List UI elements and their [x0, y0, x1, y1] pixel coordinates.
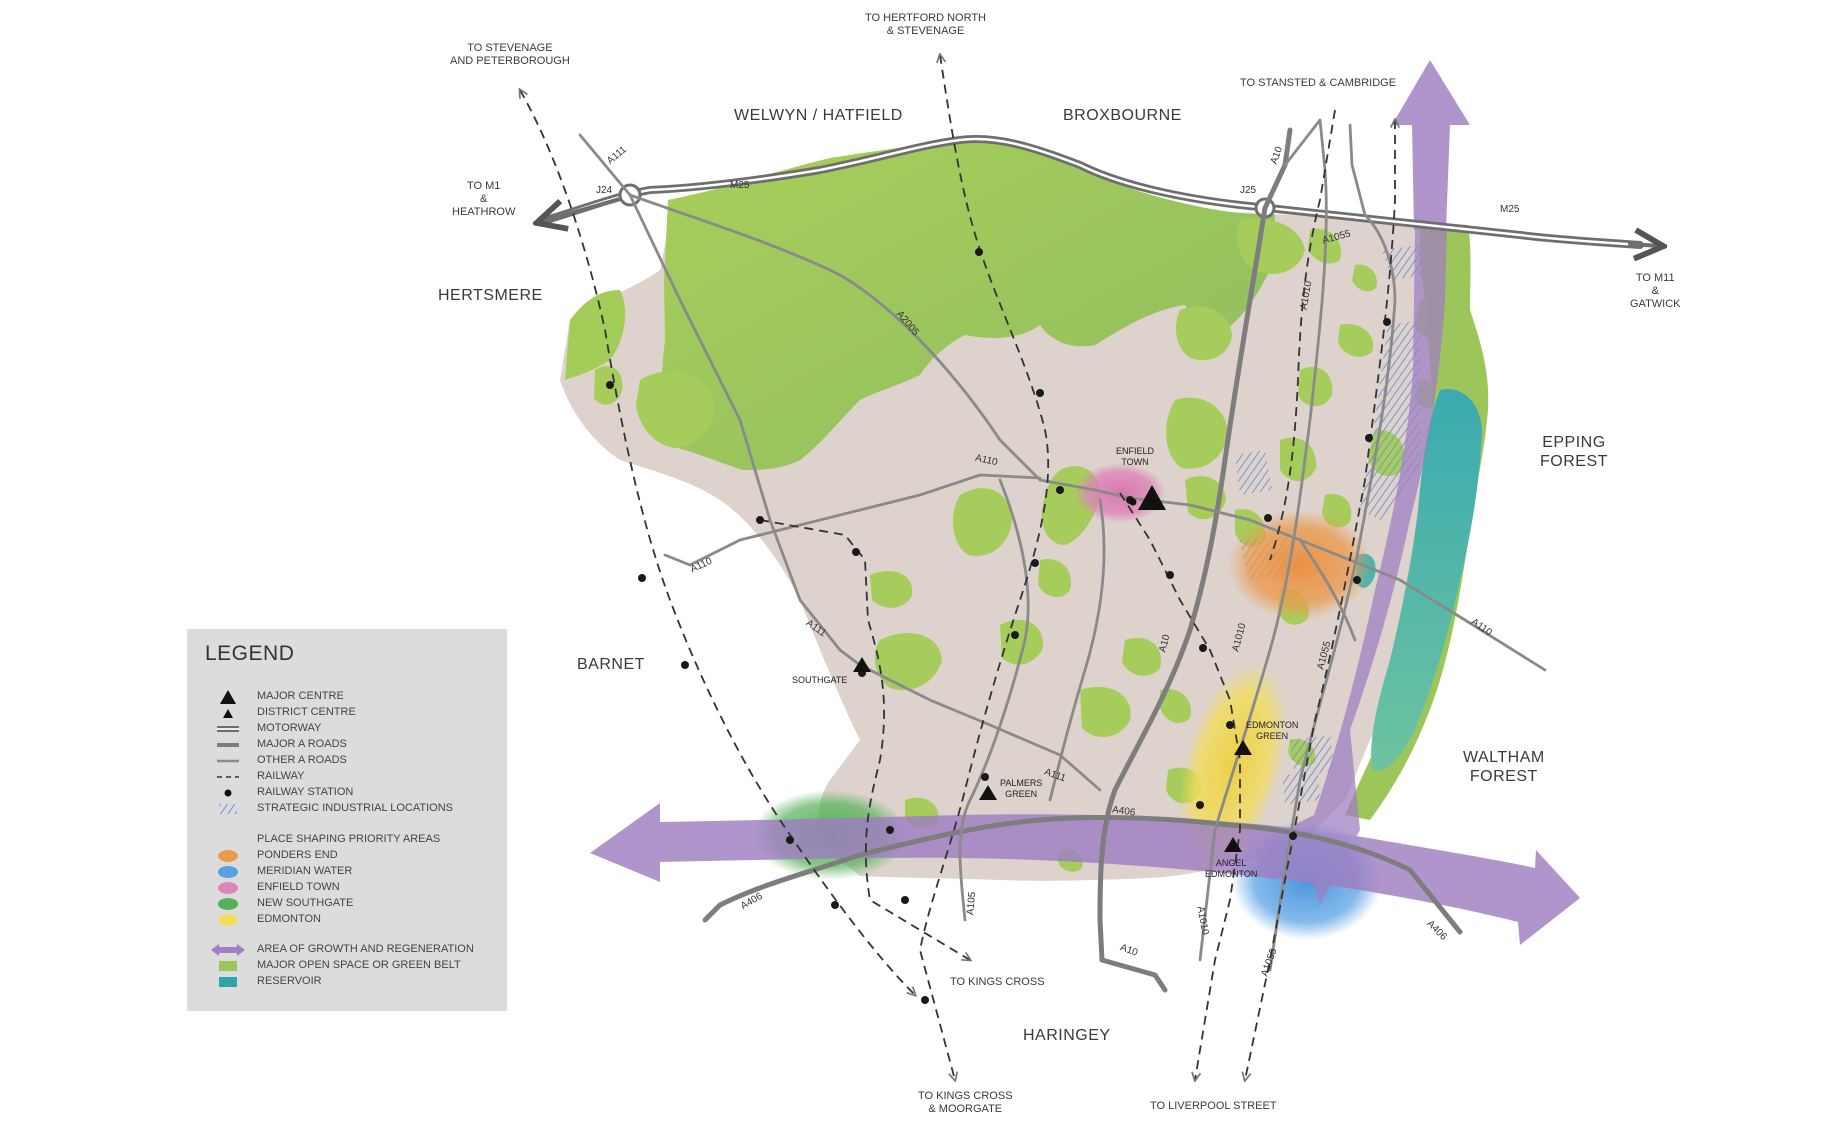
centres [853, 485, 1252, 852]
area-label-epping-forest: EPPING FOREST [1540, 434, 1608, 471]
legend-section-label: PLACE SHAPING PRIORITY AREAS [257, 833, 441, 845]
major-centre-triangle-icon [220, 690, 236, 704]
legend-item: STRATEGIC INDUSTRIAL LOCATIONS [207, 801, 497, 817]
new-southgate-swatch [218, 898, 238, 910]
a10-road [1097, 127, 1293, 993]
district-centre-triangle-icon [223, 709, 233, 718]
legend-item: RAILWAY STATION [207, 785, 497, 801]
legend-label: NEW SOUTHGATE [257, 897, 354, 909]
industrial-hatch-icon [219, 804, 237, 814]
area-label-welwyn: WELWYN / HATFIELD [734, 107, 903, 124]
dest-stevenage-peterborough: TO STEVENAGE AND PETERBOROUGH [450, 42, 570, 68]
legend-label: MAJOR CENTRE [257, 690, 344, 702]
other-road-line-icon [217, 759, 239, 763]
dest-kings-cross-moorgate: TO KINGS CROSS & MOORGATE [918, 1090, 1013, 1116]
area-label-hertsmere: HERTSMERE [438, 287, 543, 304]
legend-item: RAILWAY [207, 769, 497, 785]
legend-item: AREA OF GROWTH AND REGENERATION [207, 942, 497, 958]
area-label-haringey: HARINGEY [1023, 1027, 1111, 1044]
legend-item: PLACE SHAPING PRIORITY AREAS [207, 832, 497, 848]
legend-label: MERIDIAN WATER [257, 865, 353, 877]
legend-label: AREA OF GROWTH AND REGENERATION [257, 943, 474, 955]
edmonton-green-district-centre-icon [1234, 740, 1252, 755]
legend-label: RESERVOIR [257, 975, 322, 987]
town-label-palmers-green: PALMERS GREEN [1000, 778, 1043, 799]
angel-edmonton-district-centre-icon [1224, 837, 1242, 852]
edmonton-swatch [218, 914, 238, 926]
map-legend: LEGEND MAJOR CENTRE DISTRICT CENTRE MOTO… [187, 629, 507, 1011]
legend-label: ENFIELD TOWN [257, 881, 340, 893]
area-label-barnet: BARNET [577, 656, 645, 673]
dest-liverpool-street: TO LIVERPOOL STREET [1150, 1100, 1277, 1112]
legend-label: STRATEGIC INDUSTRIAL LOCATIONS [257, 802, 453, 814]
green-belt-swatch [219, 961, 237, 971]
legend-item: DISTRICT CENTRE [207, 705, 497, 721]
road-label: J24 [596, 185, 613, 196]
dest-m1-heathrow: TO M1 & HEATHROW [452, 180, 516, 219]
legend-item: MERIDIAN WATER [207, 864, 497, 880]
town-label-angel-edmonton: ANGEL EDMONTON [1205, 858, 1258, 879]
palmers-green-district-centre-icon [979, 785, 997, 800]
town-label-enfield: ENFIELD TOWN [1116, 446, 1155, 467]
dest-hertford-north: TO HERTFORD NORTH & STEVENAGE [865, 12, 987, 38]
legend-item: MAJOR A ROADS [207, 737, 497, 753]
legend-label: PONDERS END [257, 849, 338, 861]
meridian-water-swatch [218, 866, 238, 878]
railway-dashed-line-icon [217, 776, 239, 778]
growth-double-arrow-icon [211, 944, 245, 956]
major-road-line-icon [217, 743, 239, 747]
enfield-town-major-centre-icon [1138, 485, 1166, 510]
legend-item: ENFIELD TOWN [207, 880, 497, 896]
dest-stansted-cambridge: TO STANSTED & CAMBRIDGE [1240, 77, 1397, 89]
motorway-line-icon [217, 726, 239, 732]
town-label-southgate: SOUTHGATE [792, 675, 848, 685]
legend-title: LEGEND [205, 642, 295, 665]
ponders-end-swatch [218, 850, 238, 862]
ponders-end-area [1228, 510, 1372, 620]
legend-item: EDMONTON [207, 912, 497, 928]
legend-label: MAJOR A ROADS [257, 738, 347, 750]
legend-item: PONDERS END [207, 848, 497, 864]
legend-item: MAJOR CENTRE [207, 689, 497, 705]
legend-label: OTHER A ROADS [257, 754, 347, 766]
dest-kings-cross: TO KINGS CROSS [950, 976, 1045, 988]
legend-item: RESERVOIR [207, 974, 497, 990]
railway-stations [606, 248, 1391, 1004]
dest-m11-gatwick: TO M11 & GATWICK [1630, 272, 1681, 311]
road-label: M25 [730, 180, 750, 191]
road-label: J25 [1240, 185, 1257, 196]
legend-label: EDMONTON [257, 913, 321, 925]
legend-item: NEW SOUTHGATE [207, 896, 497, 912]
legend-label: MOTORWAY [257, 722, 322, 734]
road-label: M25 [1500, 204, 1520, 215]
area-label-broxbourne: BROXBOURNE [1063, 107, 1182, 124]
area-label-waltham-forest: WALTHAM FOREST [1463, 749, 1545, 786]
reservoir-swatch [219, 977, 237, 987]
railways [520, 55, 1395, 1080]
enfield-town-swatch [218, 882, 238, 894]
road-label: A105 [965, 891, 979, 916]
legend-label: DISTRICT CENTRE [257, 706, 356, 718]
station-dot-icon [224, 789, 232, 797]
legend-item: MAJOR OPEN SPACE OR GREEN BELT [207, 958, 497, 974]
legend-item: MOTORWAY [207, 721, 497, 737]
southgate-district-centre-icon [853, 657, 871, 672]
town-label-edmonton-green: EDMONTON GREEN [1246, 720, 1299, 741]
legend-label: RAILWAY [257, 770, 305, 782]
lee-valley-green [1345, 222, 1489, 820]
legend-label: MAJOR OPEN SPACE OR GREEN BELT [257, 959, 461, 971]
legend-item: OTHER A ROADS [207, 753, 497, 769]
legend-label: RAILWAY STATION [257, 786, 354, 798]
